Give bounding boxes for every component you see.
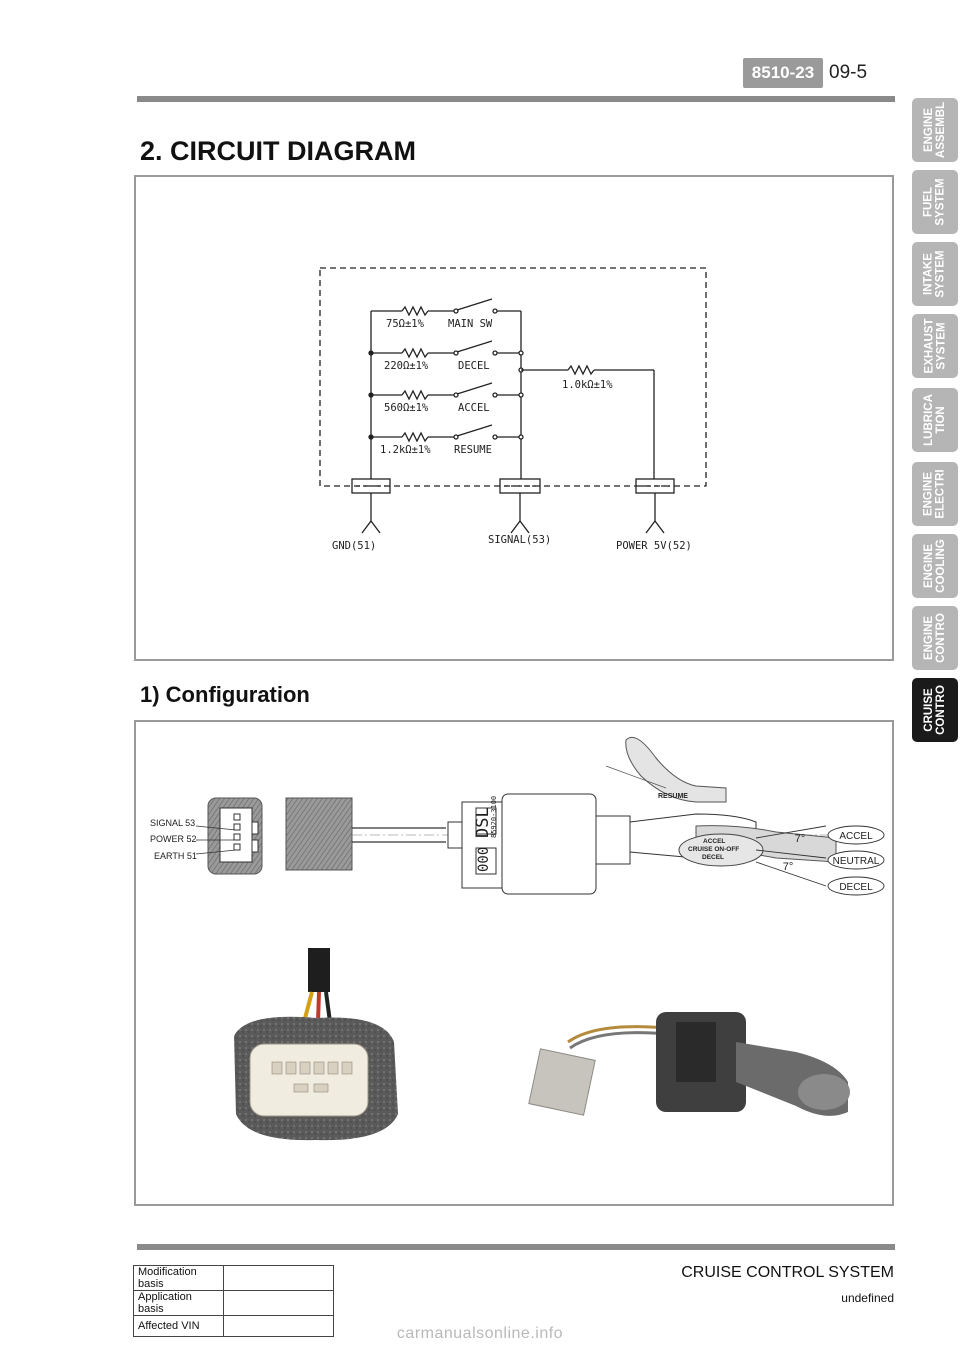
terminal-power: POWER 5V(52) <box>616 540 692 552</box>
switch-assembly-photo <box>528 1012 850 1116</box>
page-number: 09-5 <box>829 62 868 83</box>
modification-table: Modification basis Application basis Aff… <box>133 1265 334 1337</box>
housing-part-number: 85920-3100 <box>490 796 498 838</box>
tab-engine-electric[interactable]: ENGINE ELECTRI <box>912 462 958 526</box>
modification-basis-label: Modification basis <box>133 1265 224 1291</box>
lever-label-decel: DECEL <box>702 854 724 861</box>
lever-end: ACCEL CRUISE ON-OFF DECEL <box>678 825 837 867</box>
pin-label-earth: EARTH 51 <box>154 851 197 861</box>
angle-label-upper: 7° <box>795 833 806 845</box>
connector-block <box>285 797 353 871</box>
header-rule <box>137 96 895 102</box>
footer-system-title: CRUISE CONTROL SYSTEM <box>681 1264 894 1281</box>
watermark[interactable]: carmanualsonline.info <box>396 1325 564 1342</box>
tab-engine-cooling[interactable]: ENGINE COOLING <box>912 534 958 598</box>
resistor-label-1k0: 1.0kΩ±1% <box>562 379 613 391</box>
affected-vin-value <box>223 1315 334 1337</box>
tab-exhaust-system[interactable]: EXHAUST SYSTEM <box>912 314 958 378</box>
tab-engine-control[interactable]: ENGINE CONTRO <box>912 606 958 670</box>
circuit-diagram: 75Ω±1% MAIN SW 220Ω±1% DECEL 560Ω±1% ACC… <box>319 267 707 552</box>
switch-label-decel: DECEL <box>458 360 490 372</box>
application-basis-label: Application basis <box>133 1290 224 1316</box>
resistor-label-75: 75Ω±1% <box>386 318 425 330</box>
housing-text-dsl: DSL <box>473 807 493 838</box>
tab-engine-assembly[interactable]: ENGINE ASSEMBL <box>912 98 958 162</box>
section-code-badge: 8510-23 <box>743 58 823 88</box>
switch-label-resume: RESUME <box>454 444 492 456</box>
lever-label-resume: RESUME <box>658 793 688 800</box>
footer-subtitle: undefined <box>841 1291 894 1305</box>
configuration-panel: SIGNAL 53 POWER 52 EARTH 51 000 DSL 8592… <box>134 720 894 1206</box>
tab-intake-system[interactable]: INTAKE SYSTEM <box>912 242 958 306</box>
housing-text-000: 000 <box>476 847 492 872</box>
switch-label-main: MAIN SW <box>448 318 493 330</box>
terminal-gnd: GND(51) <box>332 540 376 552</box>
section-title: 2. CIRCUIT DIAGRAM <box>140 136 416 166</box>
module-boundary <box>319 267 707 487</box>
position-accel: ACCEL <box>839 831 873 842</box>
application-basis-value <box>223 1290 334 1316</box>
position-decel: DECEL <box>839 882 873 893</box>
tab-cruise-control[interactable]: CRUISE CONTRO <box>912 678 958 742</box>
terminal-signal: SIGNAL(53) <box>488 534 551 546</box>
modification-basis-value <box>223 1265 334 1291</box>
configuration-title: 1) Configuration <box>140 682 310 707</box>
circuit-diagram-panel: 75Ω±1% MAIN SW 220Ω±1% DECEL 560Ω±1% ACC… <box>134 175 894 661</box>
position-neutral: NEUTRAL <box>833 856 880 867</box>
lever-side-detail: RESUME <box>605 736 727 803</box>
resistor-label-1k2: 1.2kΩ±1% <box>380 444 431 456</box>
pin-label-power: POWER 52 <box>150 834 197 844</box>
connector-face-drawing <box>195 797 263 875</box>
tab-fuel-system[interactable]: FUEL SYSTEM <box>912 170 958 234</box>
pin-label-signal: SIGNAL 53 <box>150 818 195 828</box>
lever-label-accel: ACCEL <box>703 838 725 845</box>
angle-label-lower: 7° <box>783 861 794 873</box>
tab-lubrication[interactable]: LUBRICA TION <box>912 388 958 452</box>
lever-label-cruise: CRUISE ON-OFF <box>688 846 739 853</box>
connector-photo <box>234 948 398 1141</box>
switch-assembly-illustration: SIGNAL 53 POWER 52 EARTH 51 000 DSL 8592… <box>150 736 885 1141</box>
switch-label-accel: ACCEL <box>458 402 490 414</box>
resistor-label-560: 560Ω±1% <box>384 402 429 414</box>
resistor-label-220: 220Ω±1% <box>384 360 429 372</box>
footer-rule <box>137 1244 895 1250</box>
